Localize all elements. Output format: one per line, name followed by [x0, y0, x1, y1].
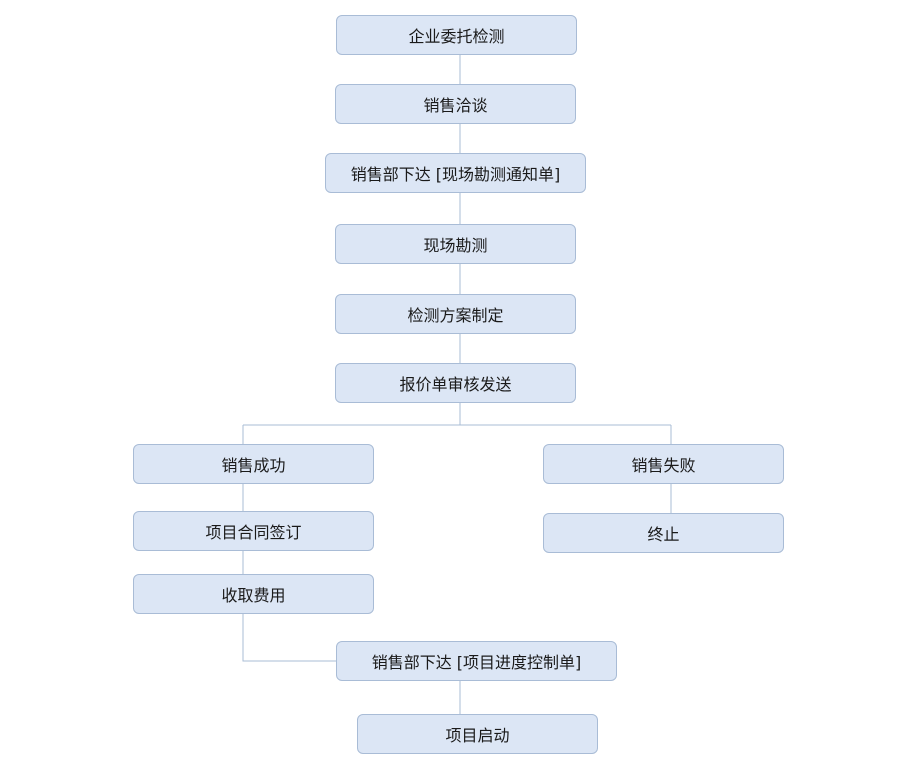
- node-quotation: 报价单审核发送: [335, 363, 576, 403]
- node-start: 项目启动: [357, 714, 598, 754]
- node-site-survey: 现场勘测: [335, 224, 576, 264]
- node-fee: 收取费用: [133, 574, 374, 614]
- node-site-survey-notice: 销售部下达 [现场勘测通知单]: [325, 153, 586, 193]
- node-plan: 检测方案制定: [335, 294, 576, 334]
- node-failure: 销售失败: [543, 444, 784, 484]
- node-progress-order: 销售部下达 [项目进度控制单]: [336, 641, 617, 681]
- node-terminate: 终止: [543, 513, 784, 553]
- node-contract: 项目合同签订: [133, 511, 374, 551]
- node-negotiation: 销售洽谈: [335, 84, 576, 124]
- connector-fee-progress: [242, 614, 336, 662]
- node-entrust: 企业委托检测: [336, 15, 577, 55]
- node-success: 销售成功: [133, 444, 374, 484]
